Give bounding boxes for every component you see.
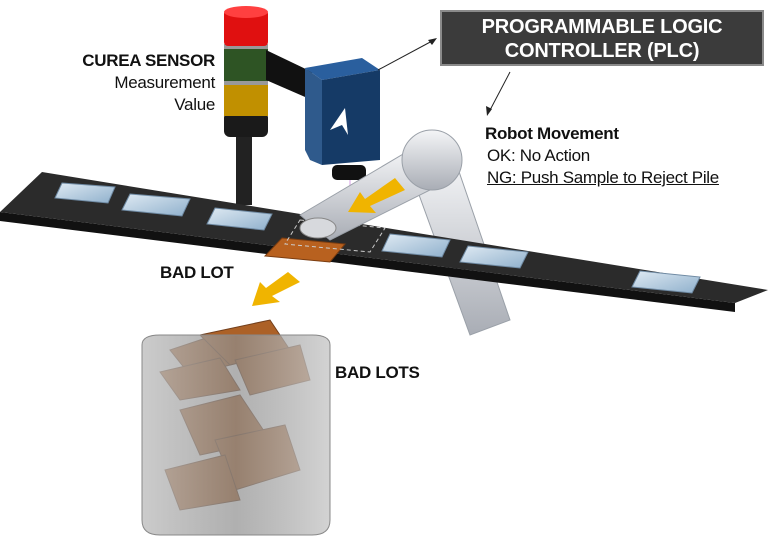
robot-ng: NG: Push Sample to Reject Pile [487,168,719,187]
plc-to-robot-arrow [488,71,511,113]
curea-sensor-camera [266,50,380,228]
push-arrow [348,178,405,213]
robot-title: Robot Movement [485,124,619,143]
drop-arrow [252,272,300,306]
bad-lots-label: BAD LOTS [335,363,420,382]
plc-box: PROGRAMMABLE LOGIC CONTROLLER (PLC) [440,10,764,66]
robot-ok: OK: No Action [487,146,590,165]
sensor-label: CUREA SENSOR Measurement Value [82,50,215,116]
robot-arm [299,129,463,241]
robot-label: Robot Movement OK: No Action NG: Push Sa… [485,123,719,189]
conveyor-belt [0,172,768,312]
reject-bin [141,319,331,536]
plc-line1: PROGRAMMABLE LOGIC [481,16,723,38]
bad-lot-label: BAD LOT [160,263,234,282]
signal-tower [224,6,268,205]
sensor-to-plc-arrow [377,39,435,71]
sensor-title: CUREA SENSOR [82,51,215,70]
plc-line2: CONTROLLER (PLC) [504,40,700,62]
sensor-line1: Measurement [114,73,215,92]
sensor-line2: Value [174,95,215,114]
